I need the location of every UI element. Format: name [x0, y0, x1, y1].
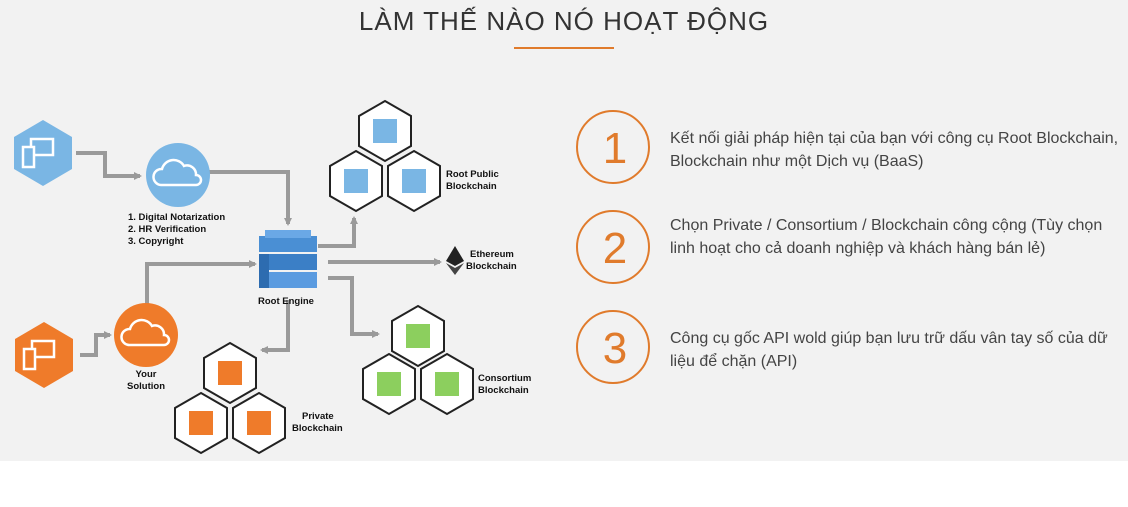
public-blockchain-label-2: Blockchain — [446, 181, 497, 192]
step-number-circle: 2 — [576, 210, 650, 284]
architecture-diagram: 1. Digital Notarization 2. HR Verificati… — [14, 100, 531, 454]
ethereum-label-2: Blockchain — [466, 261, 517, 272]
private-label-2: Blockchain — [292, 423, 343, 434]
step-text: Kết nối giải pháp hiện tại của bạn với c… — [670, 130, 1119, 170]
your-solution-label-1: Your — [136, 369, 157, 380]
consortium-label-1: Consortium — [478, 373, 531, 384]
step-text: Công cụ gốc API wold giúp bạn lưu trữ dấ… — [670, 330, 1108, 370]
cloud-service-icon — [146, 143, 210, 207]
step-number-circle: 1 — [576, 110, 650, 184]
ethereum-icon — [446, 246, 464, 275]
your-solution-label-2: Solution — [127, 381, 165, 392]
step-number-circle: 3 — [576, 310, 650, 384]
section-title: LÀM THẾ NÀO NÓ HOẠT ĐỘNG — [358, 6, 770, 36]
client-device-hexagon-blue — [14, 120, 72, 186]
private-blockchain-cubes — [174, 342, 286, 454]
root-engine-label: Root Engine — [258, 296, 314, 307]
consortium-label-2: Blockchain — [478, 385, 529, 396]
connector-arrows — [76, 151, 442, 357]
how-it-works-section — [0, 0, 1128, 461]
step-number: 3 — [602, 324, 628, 373]
root-engine-icon — [259, 230, 317, 288]
step-number: 2 — [602, 224, 628, 273]
private-label-1: Private — [302, 411, 334, 422]
cloud-list-item-2: 2. HR Verification — [128, 224, 206, 235]
cloud-list-item-3: 3. Copyright — [128, 236, 184, 247]
ethereum-label-1: Ethereum — [470, 249, 514, 260]
consortium-blockchain-cubes — [362, 305, 474, 415]
your-solution-cloud-icon — [114, 303, 178, 367]
step-text: Chọn Private / Consortium / Blockchain c… — [670, 217, 1103, 257]
client-device-hexagon-orange — [15, 322, 73, 388]
step-number: 1 — [602, 124, 628, 173]
cloud-service-list: 1. Digital Notarization 2. HR Verificati… — [128, 212, 225, 247]
public-blockchain-cubes — [329, 100, 441, 212]
public-blockchain-label-1: Root Public — [446, 169, 499, 180]
cloud-list-item-1: 1. Digital Notarization — [128, 212, 225, 223]
title-underline — [514, 47, 614, 49]
